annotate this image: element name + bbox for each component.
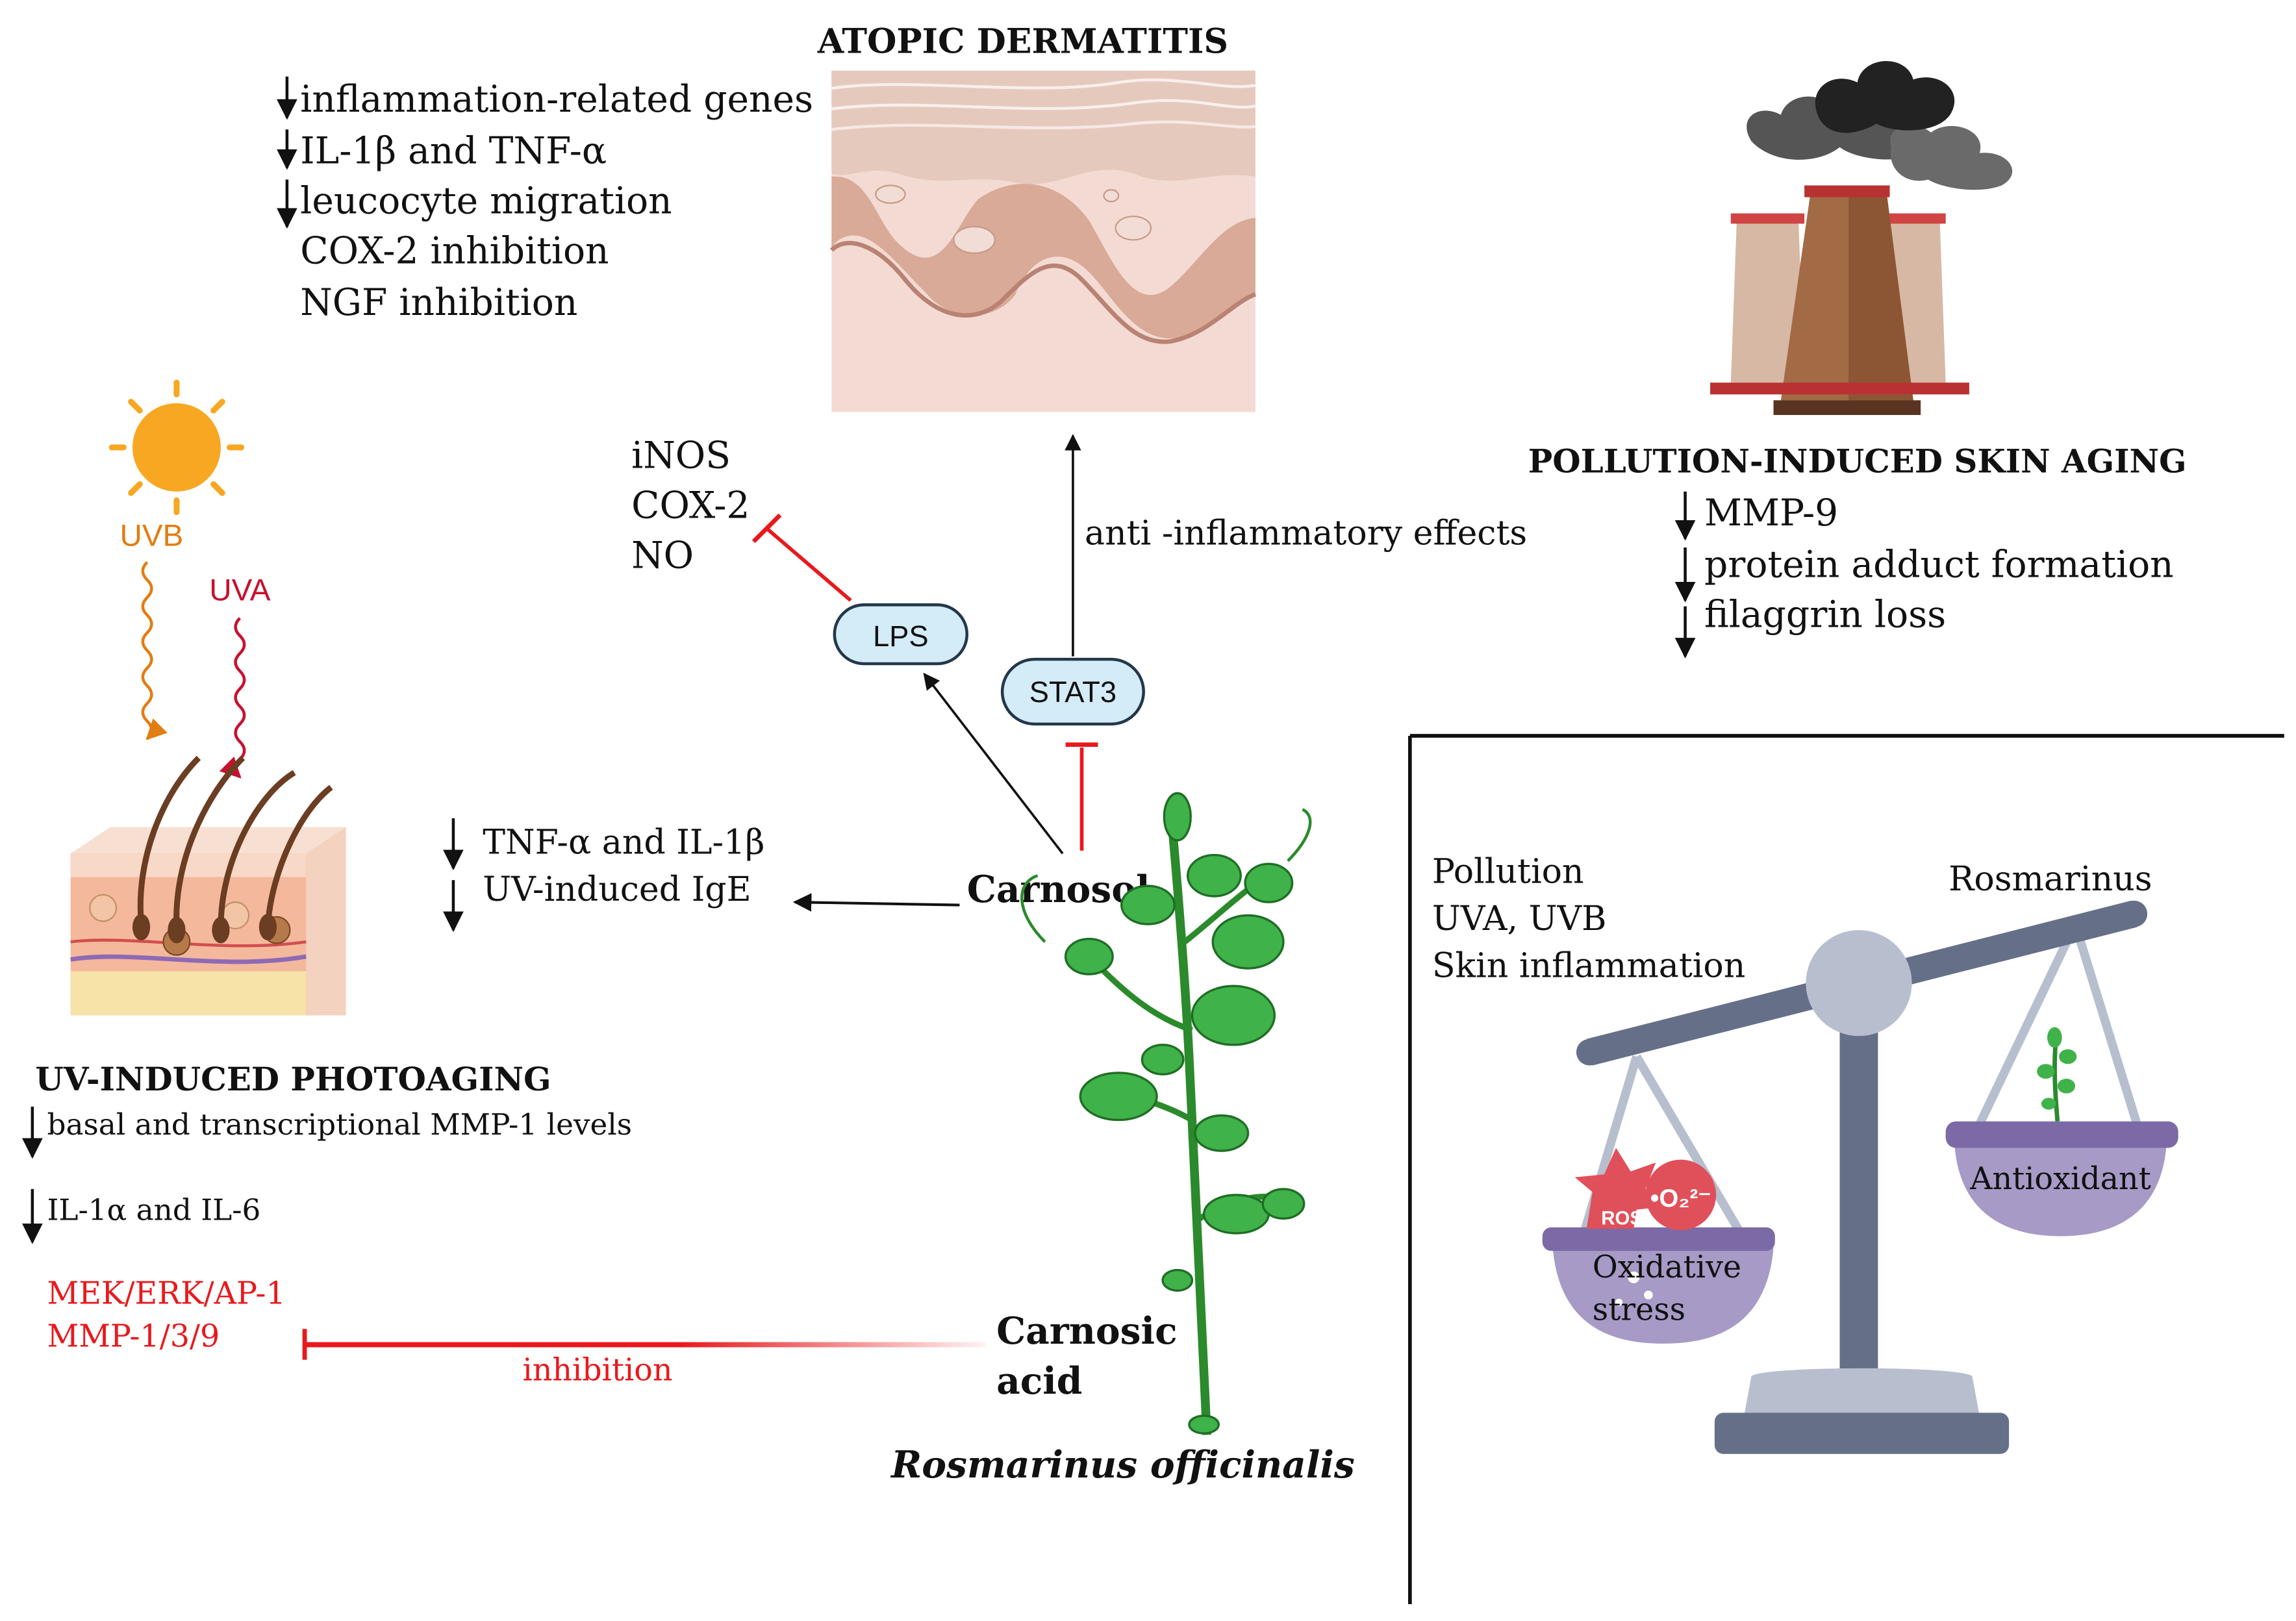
carnosol-stat3-inhibition bbox=[1065, 742, 1098, 851]
rosmarinus-label: Rosmarinus bbox=[1949, 860, 2152, 899]
atopic-effect: leucocyte migration bbox=[300, 180, 672, 223]
oxidative-stress-label: stress bbox=[1593, 1292, 1685, 1328]
pollution-effect: filaggrin loss bbox=[1704, 593, 1946, 636]
carnosol-effects-arrow bbox=[792, 893, 960, 912]
balance-scale-illustration bbox=[1542, 900, 2178, 1454]
atopic-effect: NGF inhibition bbox=[300, 281, 577, 324]
inhibition-label: inhibition bbox=[522, 1353, 672, 1389]
carnosol-effect: UV-induced IgE bbox=[483, 870, 751, 909]
stat3-node bbox=[1000, 657, 1145, 726]
carnosic-acid-label: Carnosic bbox=[996, 1310, 1177, 1353]
lps-target: NO bbox=[631, 534, 694, 577]
balance-panel-border bbox=[1407, 734, 2284, 1604]
lps-inhibition-line bbox=[751, 513, 852, 602]
atopic-title: ATOPIC DERMATITIS bbox=[817, 22, 1228, 62]
anti-inflammatory-label: anti -inflammatory effects bbox=[1085, 514, 1527, 553]
photoaging-line1: basal and transcriptional MMP-1 levels bbox=[47, 1107, 633, 1142]
stat3-label: STAT3 bbox=[1029, 675, 1116, 709]
photoaging-mmps: MMP-1/3/9 bbox=[47, 1318, 220, 1354]
photoaging-pathway: MEK/ERK/AP-1 bbox=[47, 1276, 286, 1312]
pressure-label: UVA, UVB bbox=[1432, 899, 1607, 938]
lps-target: COX-2 bbox=[631, 484, 750, 527]
pollution-effect: protein adduct formation bbox=[1704, 543, 2174, 586]
carnosol-lps-arrow bbox=[923, 672, 1064, 855]
rosemary-plant-illustration bbox=[1020, 792, 1312, 1435]
carnosol-effect: TNF-α and IL-1β bbox=[483, 823, 764, 862]
lps-target: iNOS bbox=[631, 434, 731, 477]
carnosic-acid-label: acid bbox=[996, 1360, 1082, 1403]
pollution-effect: MMP-9 bbox=[1704, 492, 1838, 534]
pollution-title: POLLUTION-INDUCED SKIN AGING bbox=[1528, 442, 2187, 480]
atopic-effect: IL-1β and TNF-α bbox=[300, 130, 607, 173]
lps-node bbox=[833, 603, 969, 666]
carnosol-label: Carnosol bbox=[967, 868, 1150, 911]
uva-label: UVA bbox=[209, 573, 271, 608]
uvb-label: UVB bbox=[120, 519, 183, 553]
carnosic-inhibition-line bbox=[302, 1329, 987, 1360]
skin-tissue-illustration bbox=[829, 70, 1257, 412]
oxidative-stress-label: Oxidative bbox=[1593, 1250, 1741, 1285]
factory-illustration bbox=[1710, 60, 2013, 416]
skin-block-illustration bbox=[70, 755, 346, 1016]
lps-label: LPS bbox=[873, 620, 929, 653]
photoaging-title: UV-INDUCED PHOTOAGING bbox=[35, 1060, 551, 1098]
atopic-effect: COX-2 inhibition bbox=[300, 230, 609, 273]
ros-label: ROS bbox=[1601, 1207, 1643, 1229]
uva-wave bbox=[219, 617, 246, 779]
antioxidant-label: Antioxidant bbox=[1969, 1161, 2151, 1197]
atopic-effect: inflammation-related genes bbox=[300, 78, 813, 121]
pressure-label: Skin inflammation bbox=[1432, 947, 1746, 986]
superoxide-label: •O₂²⁻ bbox=[1650, 1185, 1711, 1213]
photoaging-line2: IL-1α and IL-6 bbox=[47, 1193, 261, 1227]
sun-icon bbox=[108, 379, 245, 516]
pressure-label: Pollution bbox=[1432, 853, 1584, 892]
species-label: Rosmarinus officinalis bbox=[890, 1444, 1355, 1487]
uvb-wave bbox=[141, 561, 168, 740]
